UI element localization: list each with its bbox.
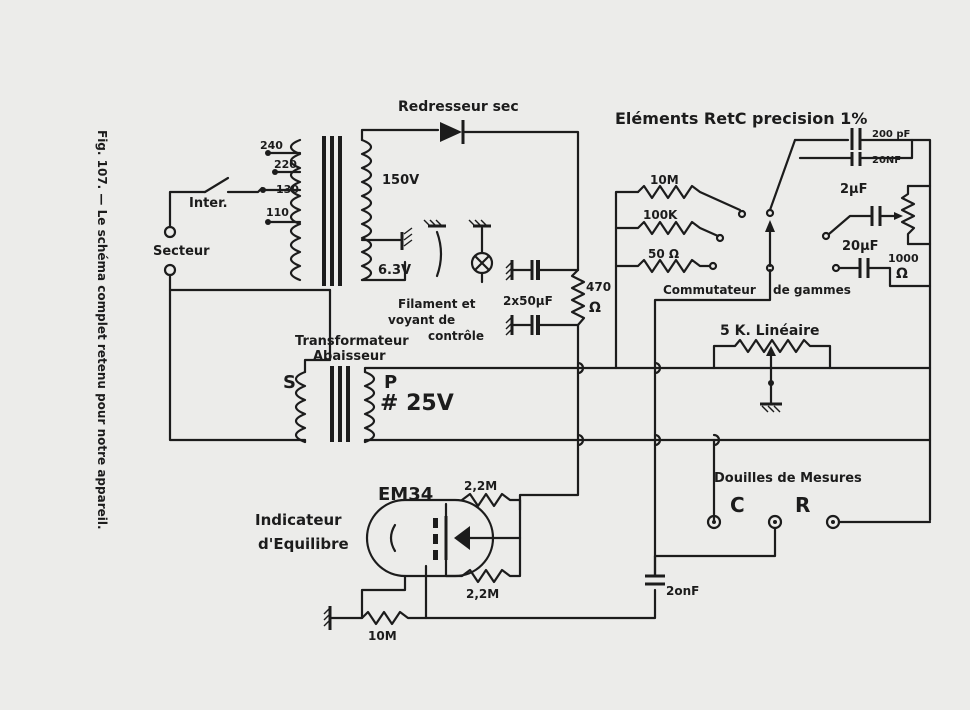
- terminal-c1[interactable]: [706, 514, 722, 530]
- r22-bottom-label: 2,2M: [466, 587, 499, 601]
- filament-label: Filament et: [398, 297, 476, 311]
- r10m-bottom-label: 10M: [368, 629, 397, 643]
- secteur-terminal-bottom: [163, 263, 177, 277]
- secteur-label: Secteur: [153, 244, 210, 259]
- ground-symbol: [400, 227, 413, 250]
- pilot-lamp: [423, 219, 494, 284]
- resistor-470: [570, 268, 586, 327]
- v150-label: 150V: [382, 173, 419, 188]
- figure-caption: Fig. 107. — Le schéma complet retenu pou…: [95, 130, 109, 530]
- indicateur-label-2: d'Equilibre: [258, 535, 349, 553]
- inter-label: Inter.: [189, 196, 228, 211]
- secteur-terminal-top: [163, 225, 177, 239]
- c200p-label: 200 pF: [872, 129, 910, 140]
- transfo-label-2: Abaisseur: [313, 349, 386, 364]
- trim-pot: [900, 184, 916, 246]
- commutateur-label: Commutateur: [663, 283, 756, 297]
- r100k-label: 100K: [643, 208, 678, 222]
- r1000-label: 1000: [888, 252, 919, 265]
- tap-240-label: 240: [260, 139, 283, 152]
- pot5k-label: 5 K. Linéaire: [720, 323, 819, 339]
- main-transformer: [260, 128, 440, 286]
- elements-title: Eléments RetC precision 1%: [615, 109, 867, 128]
- range-switch-section: [614, 128, 932, 577]
- rectifier-diode: [440, 120, 580, 272]
- r470-label: 470: [586, 280, 611, 294]
- transfo-label-1: Transformateur: [295, 334, 409, 349]
- controle-label: contrôle: [428, 329, 484, 343]
- tap-220-label: 220: [274, 158, 297, 171]
- v63-label: 6.3V: [378, 263, 411, 278]
- r470-ohm: Ω: [589, 300, 601, 316]
- r1000-ohm: Ω: [896, 266, 908, 282]
- r-letter: R: [795, 493, 810, 517]
- tap-110-label: 110: [266, 206, 289, 219]
- c20nf-label: 20NF: [872, 155, 901, 166]
- wire-crossovers: [576, 361, 721, 447]
- gammes-label: de gammes: [773, 283, 851, 297]
- v25-label: # 25V: [380, 391, 454, 416]
- douilles-label: Douilles de Mesures: [714, 471, 862, 486]
- voyant-label: voyant de: [388, 313, 455, 327]
- tap-130-label: 130: [276, 183, 299, 196]
- bottom-network: [323, 554, 665, 630]
- c20uf-label: 20µF: [842, 239, 879, 254]
- p-label: P: [384, 372, 397, 393]
- r22-top-label: 2,2M: [464, 479, 497, 493]
- r50-label: 50 Ω: [648, 247, 679, 261]
- c-letter: C: [730, 493, 745, 517]
- r10m-label: 10M: [650, 173, 679, 187]
- c2uf-label: 2µF: [840, 182, 868, 197]
- redresseur-label: Redresseur sec: [398, 99, 519, 115]
- c20nf-bottom-label: 2onF: [666, 584, 699, 598]
- s-label: S: [283, 372, 296, 393]
- cap-2x50-label: 2x50µF: [503, 294, 553, 308]
- indicateur-label-1: Indicateur: [255, 511, 342, 529]
- em34-tube: [360, 492, 522, 620]
- measurement-terminals: [653, 438, 932, 558]
- step-down-transformer: [294, 288, 932, 444]
- potentiometer-5k: [712, 338, 832, 413]
- inter-switch: [203, 176, 230, 194]
- em34-label: EM34: [378, 484, 433, 505]
